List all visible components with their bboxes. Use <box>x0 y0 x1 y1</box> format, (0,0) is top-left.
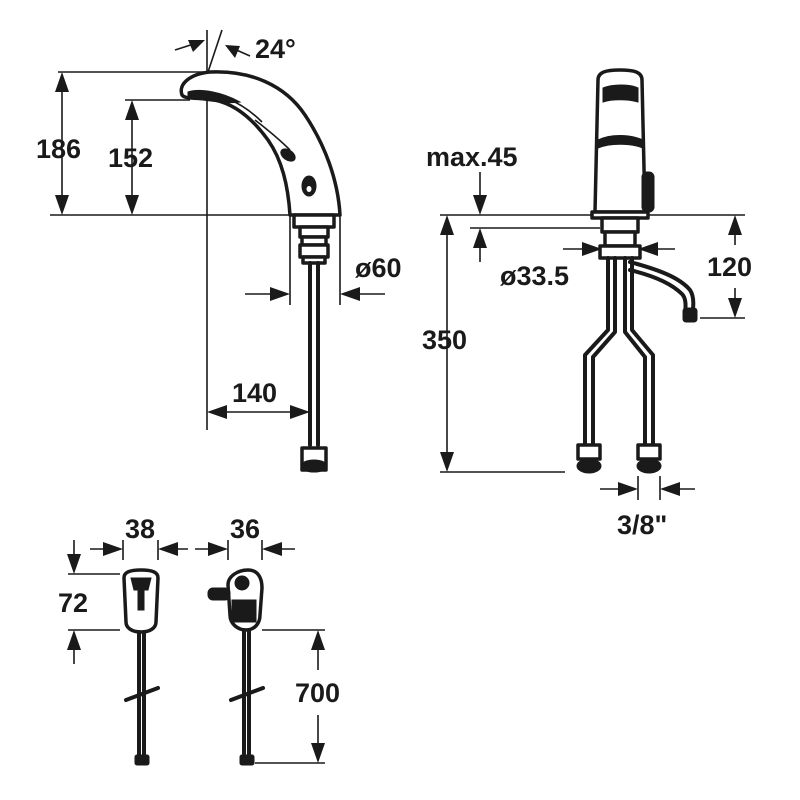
side-view: 24° 186 152 ø60 140 <box>36 29 402 473</box>
dim-line-700 <box>255 629 325 764</box>
label-angle: 24° <box>255 34 296 64</box>
dim-line-60 <box>245 215 385 305</box>
sensor-module-view: 38 36 72 700 <box>58 514 340 766</box>
angle-marker <box>174 29 251 76</box>
dim-line-max45 <box>473 172 487 262</box>
sensor-module-front <box>122 568 160 766</box>
dim-line-3-8 <box>600 476 695 500</box>
label-width-b: 36 <box>230 514 260 544</box>
label-outlet-height: 120 <box>707 252 752 282</box>
label-deck-thickness: max.45 <box>426 142 518 172</box>
dim-line-33-5 <box>563 242 675 256</box>
label-cable-length: 700 <box>295 678 340 708</box>
label-reach: 140 <box>232 378 277 408</box>
label-diameter-base: ø60 <box>355 253 402 283</box>
dim-line-186 <box>55 72 69 215</box>
faucet-side-body <box>179 70 342 473</box>
label-hose-length: 350 <box>422 325 467 355</box>
label-height: 72 <box>58 588 88 618</box>
dim-line-140 <box>207 405 310 419</box>
dim-line-350 <box>440 215 454 472</box>
faucet-front-body <box>576 68 698 474</box>
dim-line-38 <box>90 540 188 560</box>
dim-line-120 <box>728 215 742 318</box>
dim-line-72 <box>67 540 120 664</box>
sensor-module-side <box>207 568 265 766</box>
label-connection: 3/8" <box>617 510 667 540</box>
label-hole-diameter: ø33.5 <box>500 261 569 291</box>
label-height-spout: 152 <box>108 143 153 173</box>
dim-line-36 <box>195 540 295 560</box>
label-height-total: 186 <box>36 134 81 164</box>
dim-line-152 <box>125 100 139 215</box>
label-width-a: 38 <box>125 514 155 544</box>
front-view: max.45 ø33.5 120 350 3/8" <box>422 68 752 540</box>
